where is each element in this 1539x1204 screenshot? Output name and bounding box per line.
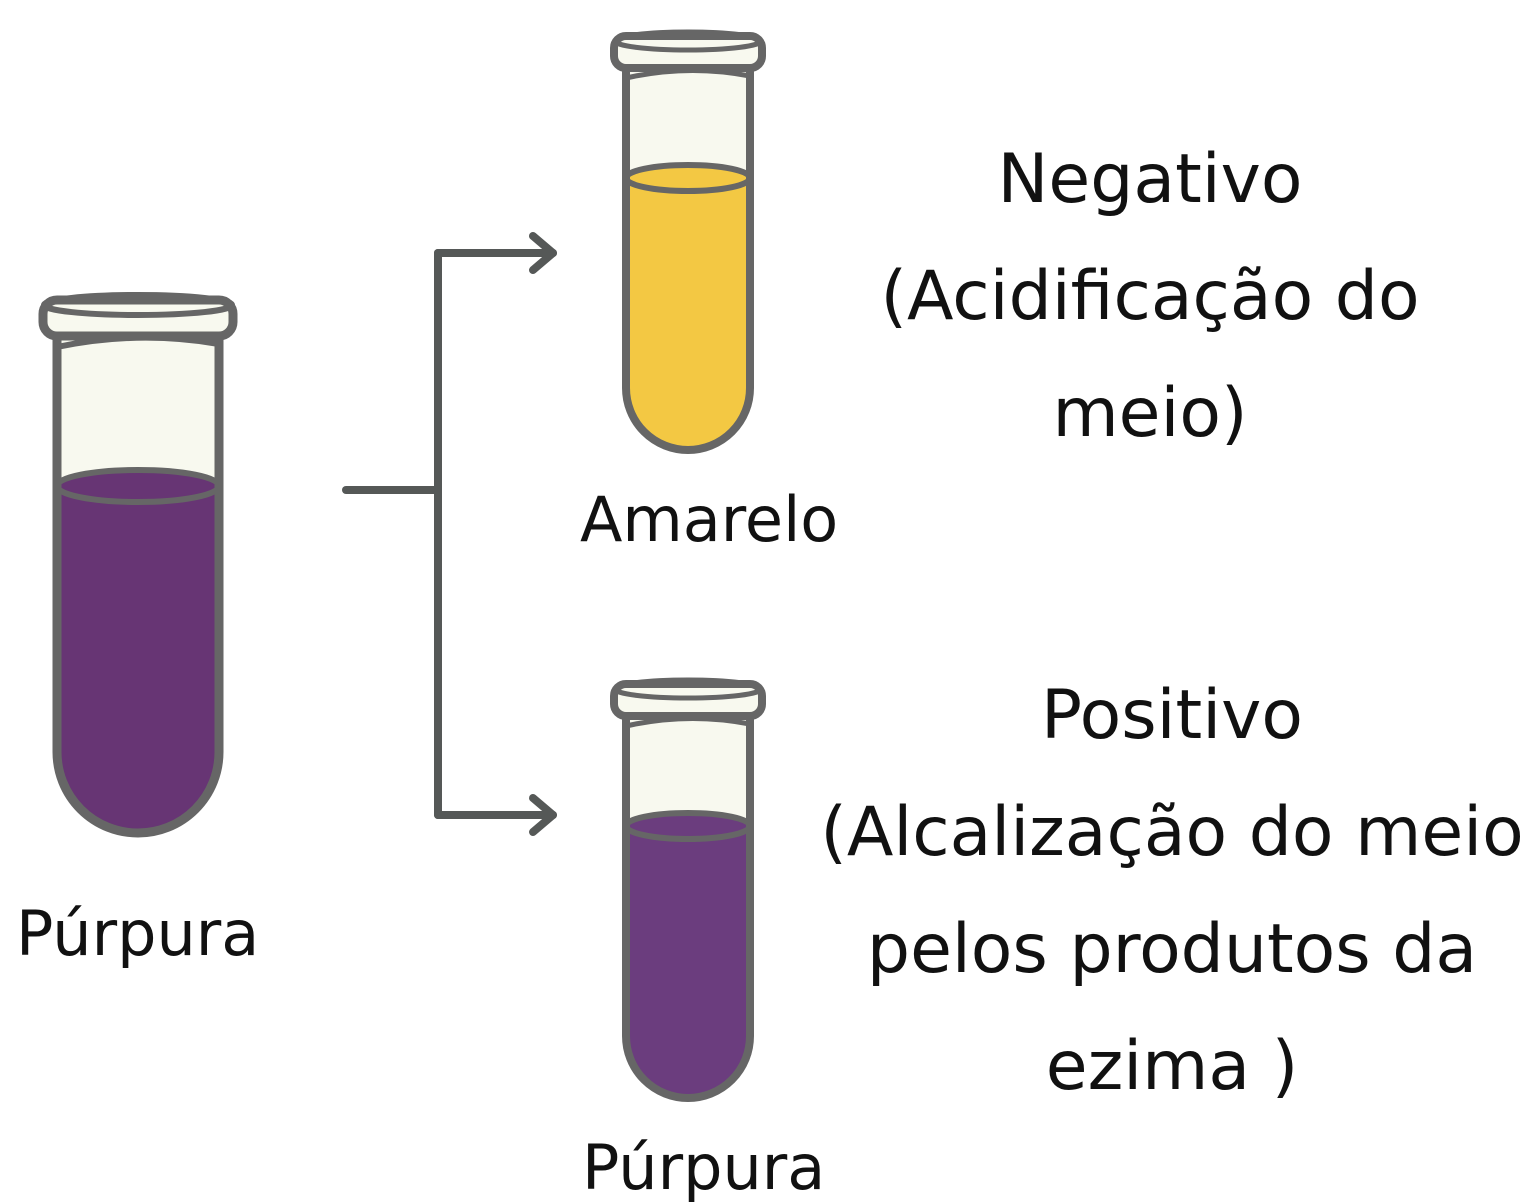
- negative-tube-cap-top: [612, 29, 764, 53]
- positive-result-line-3: pelos produtos da: [866, 909, 1478, 989]
- positive-tube-liquid: [626, 826, 750, 1098]
- positive-tube-liquid-surface: [623, 810, 753, 842]
- source-tube-outline: [52, 325, 224, 838]
- source-tube-liquid-surface: [54, 467, 222, 505]
- positive-tube-label: Púrpura: [582, 1131, 826, 1204]
- negative-result-line-2: (Acidificação do: [880, 256, 1420, 336]
- arrow-to-positive-head: [529, 794, 557, 836]
- positive-result-line-4: ezima ): [1045, 1026, 1299, 1106]
- branch-arrows: [342, 232, 557, 836]
- positive-result-title: Positivo: [1041, 676, 1303, 755]
- source-tube-cap-top: [41, 292, 235, 318]
- positive-result-line-2: (Alcalização do meio: [820, 792, 1524, 872]
- source-tube-liquid: [57, 486, 219, 833]
- negative-result-line-3: meio): [1052, 373, 1248, 453]
- positive-result-text: Positivo (Alcalização do meio pelos prod…: [812, 658, 1532, 1126]
- negative-tube-liquid-surface: [623, 162, 753, 194]
- source-tube-label: Púrpura: [16, 897, 260, 970]
- positive-test-tube: [610, 677, 766, 1102]
- negative-result-title: Negativo: [997, 140, 1303, 219]
- arrow-to-negative-head: [529, 232, 557, 274]
- negative-tube-liquid: [626, 178, 750, 450]
- positive-tube-cap-top: [612, 677, 764, 701]
- negative-tube-label: Amarelo: [580, 483, 839, 556]
- negative-result-text: Negativo (Acidificação do meio): [870, 122, 1430, 473]
- source-test-tube: [38, 292, 238, 838]
- negative-tube-outline: [622, 60, 754, 454]
- positive-tube-outline: [622, 708, 754, 1102]
- negative-test-tube: [610, 29, 766, 454]
